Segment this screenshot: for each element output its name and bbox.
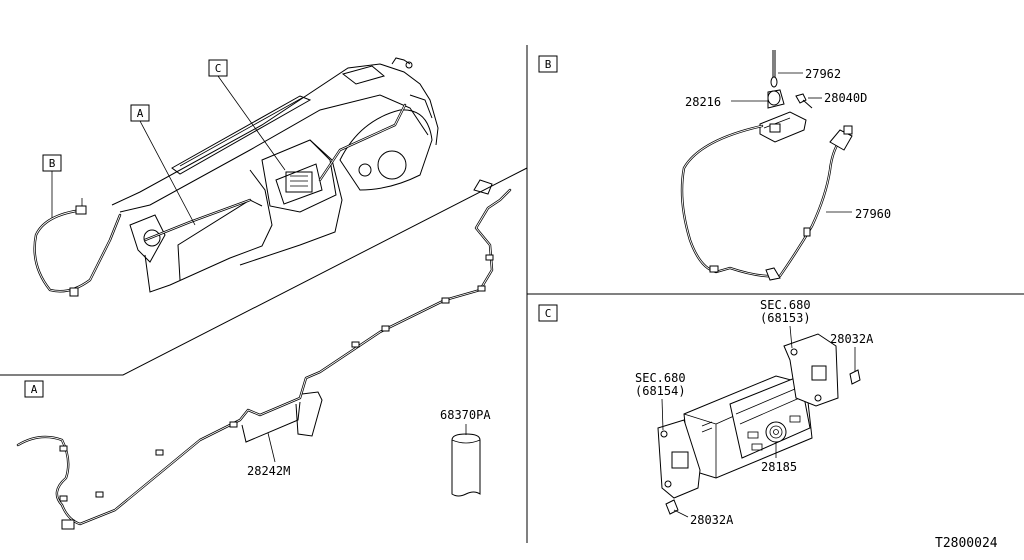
- tape-68370pa: [451, 424, 481, 497]
- part-28032a-top: 28032A: [830, 332, 874, 346]
- panel-b-label: B: [545, 58, 552, 71]
- sec680-b-line1: SEC.680: [635, 371, 686, 385]
- bracket-68153: [783, 333, 839, 407]
- screw-28032a-bottom: [665, 499, 679, 515]
- part-28032a-bottom: 28032A: [690, 513, 734, 527]
- leader-68153: [789, 325, 793, 349]
- sec680-b-line2: (68154): [635, 384, 686, 398]
- antenna-assembly: [680, 50, 853, 281]
- panel-dividers: [0, 45, 1024, 543]
- callout-main-a: A: [130, 104, 196, 226]
- part-27960: 27960: [855, 207, 891, 221]
- part-28216: 28216: [685, 95, 721, 109]
- harness-28242m: [16, 179, 512, 530]
- panel-b: B 27962 2: [538, 50, 891, 281]
- panel-a: A 28242M: [16, 179, 512, 530]
- leader-28242m: [267, 432, 276, 463]
- leader-68154: [661, 398, 664, 431]
- bracket-68154: [657, 419, 701, 499]
- callout-main-c: C: [208, 59, 286, 171]
- part-27962: 27962: [805, 67, 841, 81]
- part-68370pa: 68370PA: [440, 408, 491, 422]
- panel-c-label: C: [545, 307, 552, 320]
- dashboard-overview: [33, 57, 439, 297]
- audio-unit-28185: [683, 375, 813, 479]
- sec680-a-line1: SEC.680: [760, 298, 811, 312]
- callout-main-b: B: [42, 154, 62, 218]
- part-28185: 28185: [761, 460, 797, 474]
- sec680-a-line2: (68153): [760, 311, 811, 325]
- leader-28032a-bottom: [673, 509, 689, 518]
- callout-main-b-label: B: [49, 157, 56, 170]
- part-28242m: 28242M: [247, 464, 290, 478]
- callout-main-c-label: C: [215, 62, 222, 75]
- panel-c: C: [538, 298, 874, 527]
- callout-main-a-label: A: [137, 107, 144, 120]
- panel-a-label: A: [31, 383, 38, 396]
- part-28040d: 28040D: [824, 91, 867, 105]
- diagram-code: T2800024: [935, 536, 998, 551]
- screw-28032a-top: [849, 369, 861, 385]
